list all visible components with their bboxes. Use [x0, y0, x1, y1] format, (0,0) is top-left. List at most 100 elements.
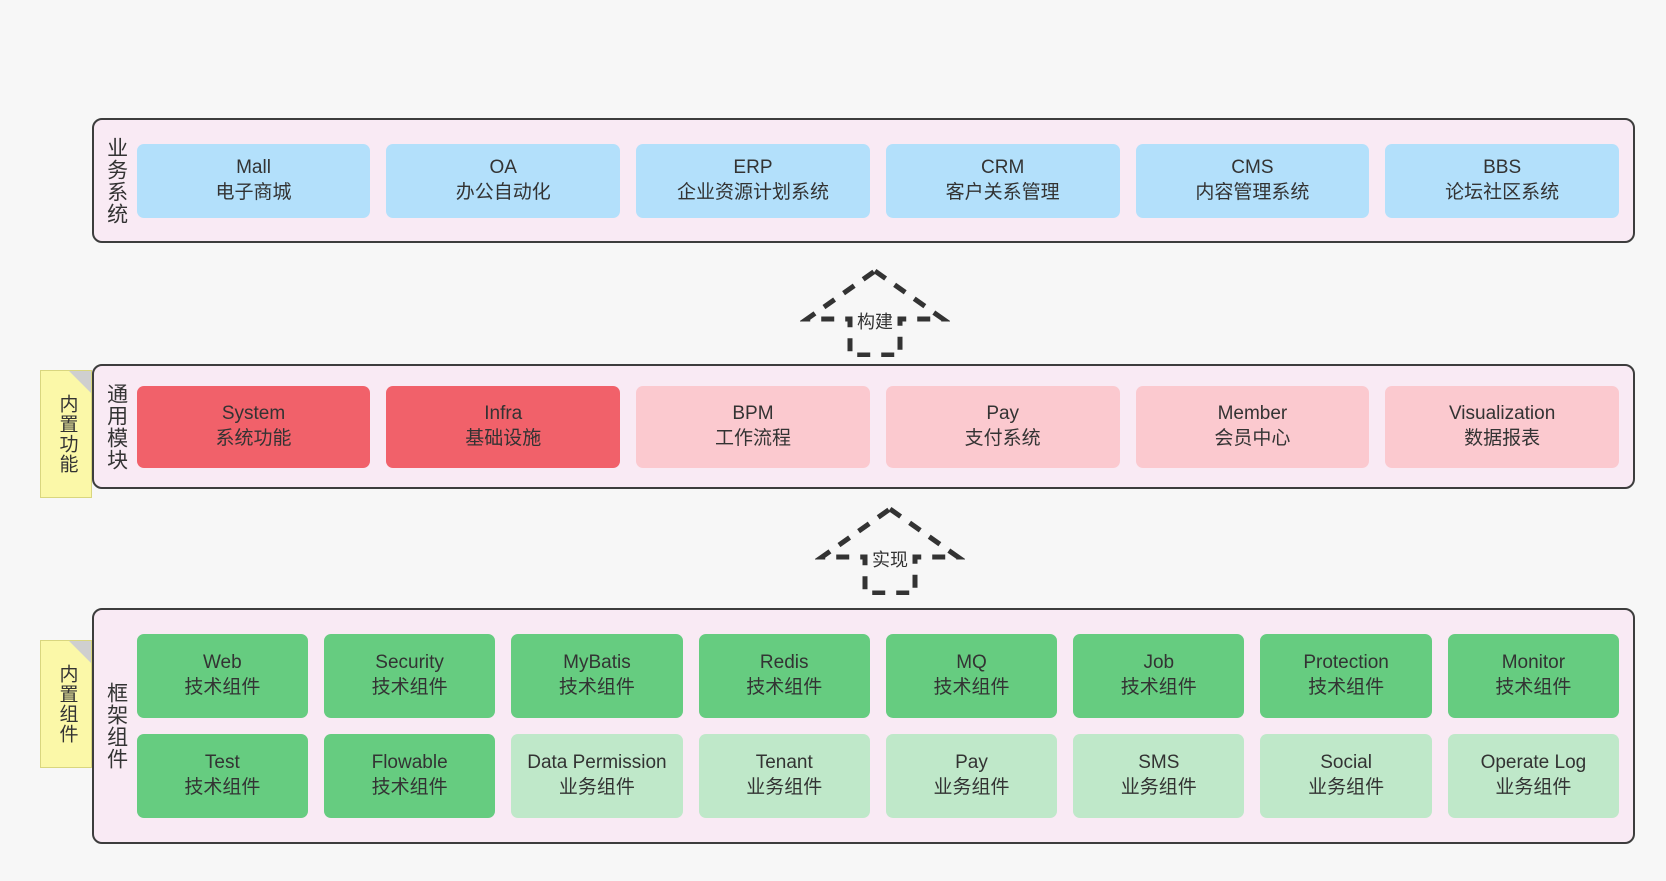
card-title: MQ	[956, 652, 987, 674]
card-subtitle: 技术组件	[1120, 677, 1197, 698]
note-builtin-features: 内置功能	[40, 370, 92, 498]
card-monitor[interactable]: Monitor 技术组件	[1447, 634, 1620, 718]
card-subtitle: 内容管理系统	[1195, 181, 1310, 203]
card-title: Security	[375, 652, 444, 674]
card-visualization[interactable]: Visualization 数据报表	[1385, 385, 1619, 468]
card-test[interactable]: Test 技术组件	[136, 734, 308, 818]
card-title: CMS	[1231, 156, 1274, 178]
card-subtitle: 工作流程	[714, 427, 791, 449]
layer-title-framework: 框架组件	[104, 682, 128, 770]
card-job[interactable]: Job 技术组件	[1073, 634, 1245, 718]
arrow-build: 构建	[800, 267, 950, 357]
card-title: ERP	[733, 156, 773, 178]
card-mq[interactable]: MQ 技术组件	[885, 634, 1058, 718]
arrow-label-implement: 实现	[872, 550, 908, 570]
card-pay[interactable]: Pay 支付系统	[885, 385, 1120, 468]
card-redis[interactable]: Redis 技术组件	[698, 634, 870, 718]
card-subtitle: 数据报表	[1464, 427, 1541, 449]
layer-title-business: 业务系统	[104, 136, 128, 225]
card-title: SMS	[1138, 752, 1180, 774]
card-title: Member	[1217, 402, 1288, 424]
layer-business-system: 业务系统 Mall 电子商城 OA 办公自动化 ERP 企业资源计划系统 CRM	[92, 118, 1635, 243]
card-subtitle: 技术组件	[558, 677, 635, 698]
layer-framework-components: 框架组件 Web 技术组件 Security 技术组件 MyBatis 技术组件…	[92, 608, 1635, 844]
card-title: Web	[202, 652, 242, 674]
card-data-permission[interactable]: Data Permission 业务组件	[511, 734, 683, 818]
card-cms[interactable]: CMS 内容管理系统	[1135, 143, 1370, 218]
card-subtitle: 业务组件	[1120, 777, 1197, 798]
card-bpm[interactable]: BPM 工作流程	[636, 385, 870, 468]
card-tenant[interactable]: Tenant 业务组件	[698, 734, 870, 818]
card-bbs[interactable]: BBS 论坛社区系统	[1385, 143, 1619, 218]
card-operate-log[interactable]: Operate Log 业务组件	[1447, 734, 1620, 818]
card-subtitle: 业务组件	[1495, 777, 1572, 798]
card-row: Mall 电子商城 OA 办公自动化 ERP 企业资源计划系统 CRM 客户关系…	[136, 143, 1619, 218]
card-title: Job	[1143, 652, 1175, 674]
card-subtitle: 基础设施	[465, 427, 542, 449]
card-title: Visualization	[1448, 402, 1556, 424]
card-subtitle: 办公自动化	[455, 181, 551, 203]
card-member[interactable]: Member 会员中心	[1135, 385, 1370, 468]
card-title: Monitor	[1501, 652, 1566, 674]
layer-body-framework: Web 技术组件 Security 技术组件 MyBatis 技术组件 Redi…	[133, 610, 1633, 842]
card-pay-business[interactable]: Pay 业务组件	[885, 734, 1058, 818]
card-title: Social	[1320, 752, 1372, 774]
card-title: BPM	[732, 402, 774, 424]
card-subtitle: 会员中心	[1214, 427, 1291, 449]
card-title: MyBatis	[563, 652, 631, 674]
card-title: Protection	[1303, 652, 1389, 674]
card-title: Redis	[759, 652, 809, 674]
layer-title-common: 通用模块	[104, 382, 128, 471]
card-title: Test	[204, 752, 240, 774]
card-mybatis[interactable]: MyBatis 技术组件	[511, 634, 683, 718]
page-fold-icon	[69, 371, 91, 393]
card-subtitle: 技术组件	[371, 777, 448, 798]
card-subtitle: 业务组件	[933, 777, 1010, 798]
card-title: CRM	[981, 156, 1025, 178]
card-security[interactable]: Security 技术组件	[323, 634, 496, 718]
card-mall[interactable]: Mall 电子商城	[136, 143, 371, 218]
card-subtitle: 系统功能	[215, 427, 292, 449]
page-fold-icon	[69, 641, 91, 663]
card-subtitle: 支付系统	[964, 427, 1041, 449]
card-subtitle: 技术组件	[746, 677, 823, 698]
arrow-implement: 实现	[815, 505, 965, 595]
card-sms[interactable]: SMS 业务组件	[1073, 734, 1245, 818]
card-social[interactable]: Social 业务组件	[1260, 734, 1432, 818]
card-row: Test 技术组件 Flowable 技术组件 Data Permission …	[136, 734, 1620, 818]
layer-body-business: Mall 电子商城 OA 办公自动化 ERP 企业资源计划系统 CRM 客户关系…	[133, 120, 1633, 241]
card-subtitle: 企业资源计划系统	[676, 181, 829, 203]
card-title: BBS	[1483, 156, 1522, 178]
note-label: 内置功能	[56, 394, 78, 474]
card-subtitle: 业务组件	[1308, 777, 1385, 798]
card-subtitle: 业务组件	[746, 777, 823, 798]
card-infra[interactable]: Infra 基础设施	[386, 385, 621, 468]
card-subtitle: 技术组件	[371, 677, 448, 698]
card-web[interactable]: Web 技术组件	[136, 634, 308, 718]
card-title: Operate Log	[1480, 752, 1587, 774]
card-protection[interactable]: Protection 技术组件	[1260, 634, 1432, 718]
card-subtitle: 业务组件	[558, 777, 635, 798]
note-label: 内置组件	[56, 664, 78, 744]
card-title: Flowable	[371, 752, 448, 774]
card-crm[interactable]: CRM 客户关系管理	[885, 143, 1120, 218]
card-subtitle: 客户关系管理	[945, 181, 1060, 203]
card-erp[interactable]: ERP 企业资源计划系统	[636, 143, 870, 218]
card-title: Mall	[236, 156, 271, 178]
card-system[interactable]: System 系统功能	[136, 385, 371, 468]
card-subtitle: 电子商城	[215, 181, 292, 203]
layer-body-common: System 系统功能 Infra 基础设施 BPM 工作流程 Pay 支付系统…	[133, 366, 1633, 487]
card-row: Web 技术组件 Security 技术组件 MyBatis 技术组件 Redi…	[136, 634, 1620, 718]
card-subtitle: 技术组件	[184, 777, 261, 798]
card-oa[interactable]: OA 办公自动化	[386, 143, 621, 218]
layer-common-modules: 通用模块 System 系统功能 Infra 基础设施 BPM 工作流程 Pay	[92, 364, 1635, 489]
card-title: OA	[489, 156, 517, 178]
card-flowable[interactable]: Flowable 技术组件	[323, 734, 496, 818]
card-title: Tenant	[755, 752, 813, 774]
card-title: Data Permission	[527, 752, 667, 774]
card-title: System	[221, 402, 286, 424]
card-subtitle: 技术组件	[1495, 677, 1572, 698]
note-builtin-components: 内置组件	[40, 640, 92, 768]
card-title: Pay	[955, 752, 988, 774]
